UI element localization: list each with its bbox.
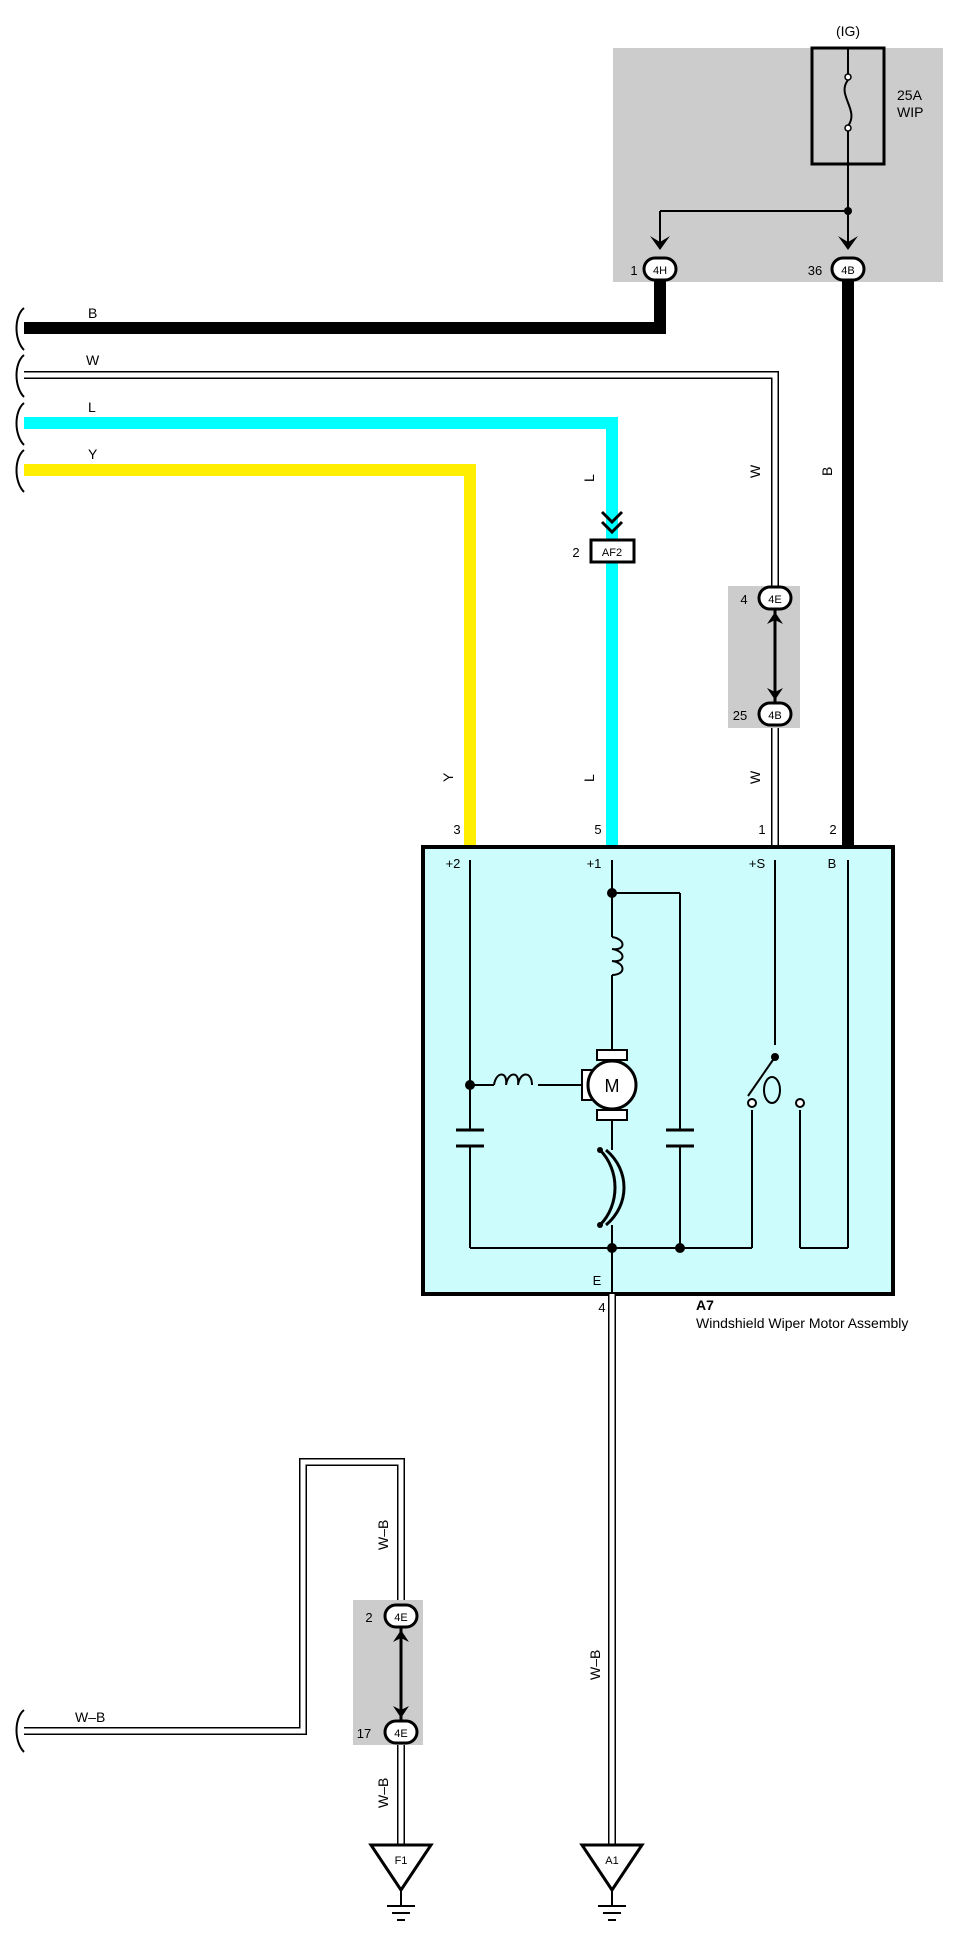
wire-label-wb-left: W–B bbox=[75, 1709, 105, 1725]
connector-4b-fuse: 4B 36 bbox=[808, 256, 866, 282]
pin-5: 5 bbox=[594, 822, 601, 837]
pin-4e-wb-top: 2 bbox=[365, 1610, 372, 1625]
svg-text:4E: 4E bbox=[768, 594, 781, 606]
pin-4b-w: 25 bbox=[733, 708, 747, 723]
wire-label-l: L bbox=[88, 399, 96, 415]
svg-text:4B: 4B bbox=[841, 265, 854, 277]
motor-name: Windshield Wiper Motor Assembly bbox=[696, 1315, 908, 1331]
wire-label-y-vertical: Y bbox=[440, 772, 456, 782]
wire-label-wb-motor: W–B bbox=[587, 1650, 603, 1680]
arrow-4b-icon bbox=[838, 236, 858, 250]
svg-text:AF2: AF2 bbox=[602, 547, 622, 559]
svg-text:4H: 4H bbox=[653, 265, 667, 277]
wire-label-wb-upper: W–B bbox=[375, 1520, 391, 1550]
fuse-box: (IG) 25A WIP bbox=[613, 23, 943, 282]
pin-4h: 1 bbox=[630, 263, 637, 278]
terminal-plus1: +1 bbox=[587, 856, 602, 871]
ignition-label: (IG) bbox=[836, 23, 860, 39]
motor-id: A7 bbox=[696, 1297, 714, 1313]
pin-4b-fuse: 36 bbox=[808, 263, 822, 278]
wire-wb-left bbox=[24, 1458, 405, 1845]
wire-label-l-vertical-upper: L bbox=[581, 474, 597, 482]
pin-af2: 2 bbox=[572, 545, 579, 560]
connector-pair-wb: 4E 2 4E 17 bbox=[353, 1600, 423, 1745]
wire-label-w-vertical-upper: W bbox=[747, 464, 763, 478]
junction-dots bbox=[465, 888, 685, 1253]
circuit-breaker-icon bbox=[597, 1147, 626, 1228]
ground-f1: F1 bbox=[368, 1843, 434, 1921]
wire-y bbox=[24, 464, 476, 860]
terminal-plus-s: +S bbox=[749, 856, 766, 871]
terminal-e: E bbox=[593, 1273, 602, 1288]
terminal-b: B bbox=[828, 856, 837, 871]
motor-m-icon: M bbox=[581, 1049, 638, 1121]
arrow-4h-icon bbox=[650, 236, 670, 250]
shunt-coil-icon bbox=[493, 1073, 533, 1086]
wire-label-wb-lower: W–B bbox=[375, 1778, 391, 1808]
pin-1: 1 bbox=[758, 822, 765, 837]
svg-text:4B: 4B bbox=[768, 710, 781, 722]
fuse-box-background bbox=[613, 48, 943, 282]
wire-label-l-vertical-lower: L bbox=[581, 774, 597, 782]
pin-3: 3 bbox=[453, 822, 460, 837]
connector-4h: 4H 1 bbox=[630, 256, 678, 282]
wire-label-w-vertical-lower: W bbox=[747, 770, 763, 784]
fuse-name: WIP bbox=[897, 104, 923, 120]
svg-text:4E: 4E bbox=[394, 1728, 407, 1740]
fuse-rating: 25A bbox=[897, 87, 923, 103]
ground-a1: A1 bbox=[579, 1843, 645, 1921]
wire-b-left bbox=[24, 268, 666, 334]
wire-label-w: W bbox=[86, 352, 100, 368]
capacitor-right-icon bbox=[666, 1128, 694, 1148]
svg-text:4E: 4E bbox=[394, 1612, 407, 1624]
connector-af2: AF2 2 bbox=[572, 510, 636, 564]
terminal-plus2: +2 bbox=[446, 856, 461, 871]
wire-label-y: Y bbox=[88, 446, 98, 462]
svg-text:M: M bbox=[605, 1076, 620, 1096]
series-coil-icon bbox=[611, 936, 624, 976]
wiper-motor-assembly: 3 5 1 2 +2 +1 +S B E bbox=[421, 822, 908, 1331]
harness-break-marks bbox=[15, 307, 25, 1753]
pin-4e-w: 4 bbox=[740, 592, 747, 607]
fuse-element-icon bbox=[843, 79, 853, 127]
park-switch-icon bbox=[747, 1053, 805, 1108]
svg-text:A1: A1 bbox=[605, 1855, 618, 1867]
connector-pair-w: 4E 4 4B 25 bbox=[728, 585, 800, 728]
wire-label-b: B bbox=[88, 305, 97, 321]
motor-body bbox=[421, 845, 895, 1296]
pin-4: 4 bbox=[598, 1300, 605, 1315]
pin-4e-wb-bottom: 17 bbox=[357, 1726, 371, 1741]
wire-l bbox=[24, 417, 618, 860]
svg-text:F1: F1 bbox=[395, 1855, 408, 1867]
capacitor-left-icon bbox=[456, 1128, 484, 1148]
wire-label-b-vertical: B bbox=[819, 467, 835, 476]
wire-w bbox=[24, 371, 779, 598]
pin-2: 2 bbox=[829, 822, 836, 837]
